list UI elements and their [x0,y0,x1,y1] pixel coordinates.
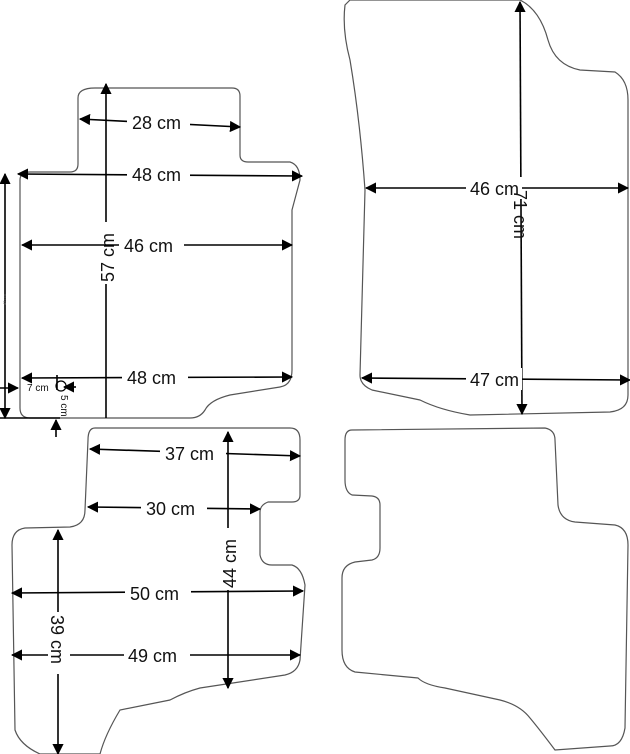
rear-right-mat [341,427,629,751]
label-rl-side-height: 39 cm [47,615,67,664]
label-fr-upper-width: 46 cm [470,179,519,199]
label-fr-height: 71 cm [510,190,530,239]
label-rl-top-width: 37 cm [165,444,214,464]
label-side-height: 42 cm [2,293,7,305]
label-bottom-width: 48 cm [127,368,176,388]
label-hole-y: 5 cm [58,395,69,417]
label-fr-bottom-width: 47 cm [470,370,519,390]
label-upper-width: 48 cm [132,165,181,185]
label-hole-x: 7 cm [27,383,49,394]
front-right-mat [343,0,629,416]
label-height: 57 cm [98,233,118,282]
label-middle-width: 46 cm [124,236,173,256]
label-rl-lower-width: 49 cm [128,646,177,666]
label-rl-wide-width: 50 cm [130,584,179,604]
label-rl-height: 44 cm [220,539,240,588]
label-top-width: 28 cm [132,113,181,133]
label-rl-step-width: 30 cm [146,499,195,519]
dim-line-fr-height [514,0,528,416]
